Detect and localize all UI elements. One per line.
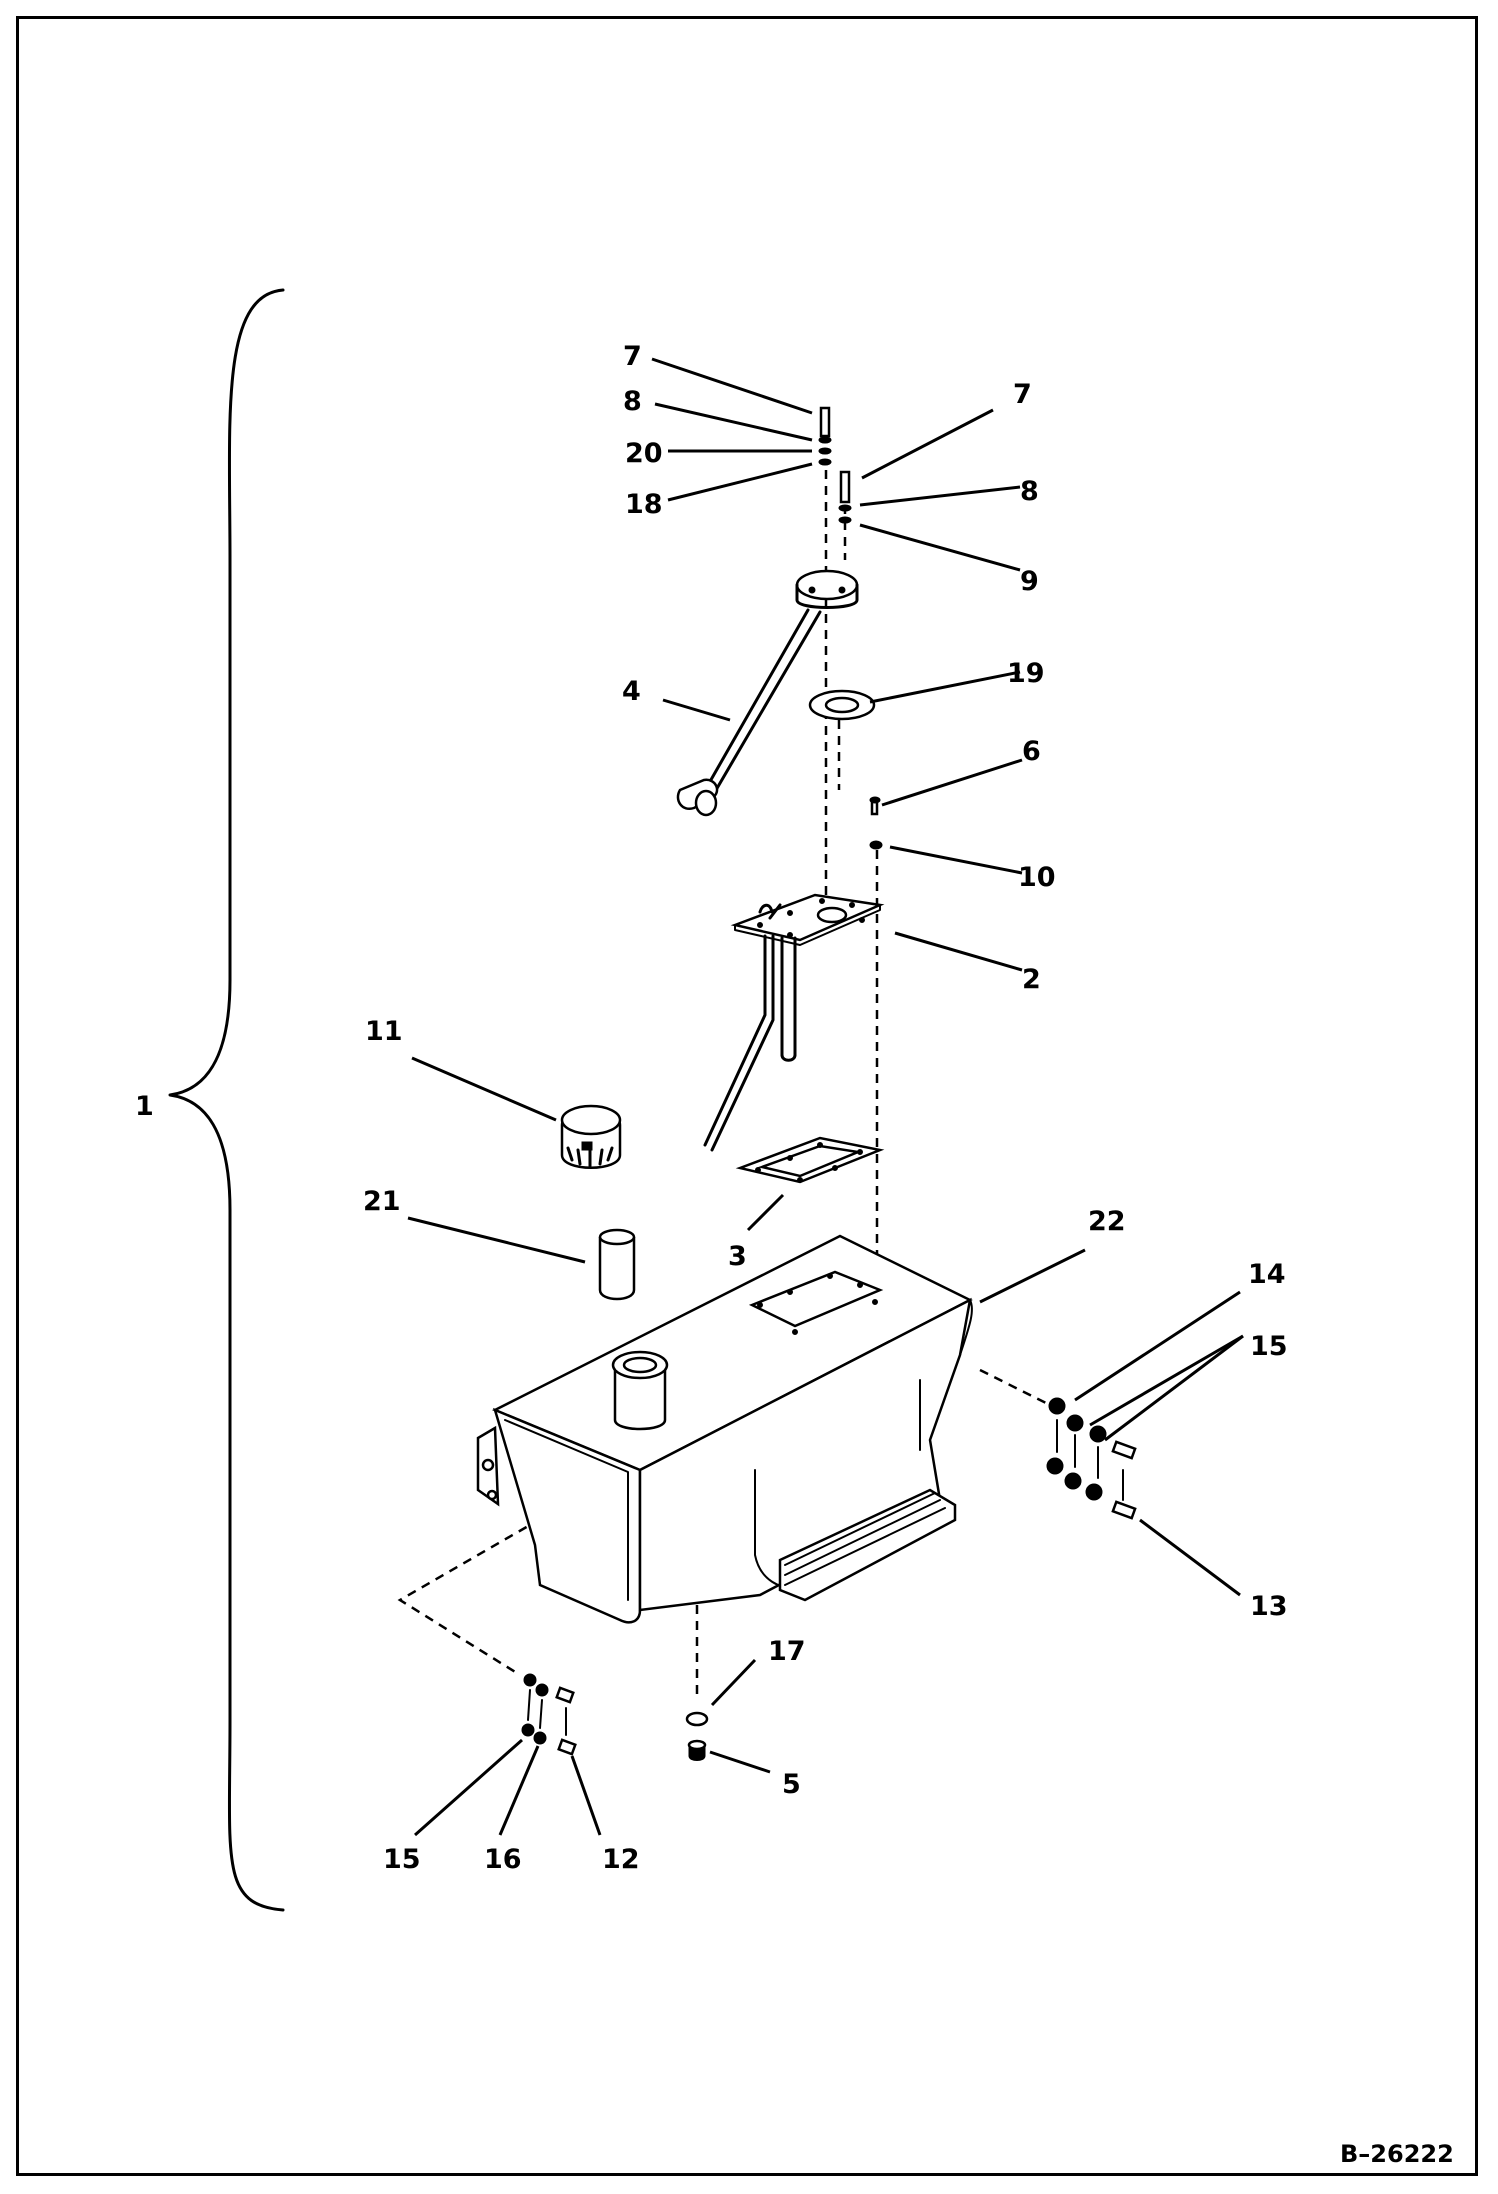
plate-gasket-3	[735, 1136, 885, 1184]
fuel-sender-unit	[676, 569, 859, 817]
callout-2: 2	[1022, 964, 1041, 995]
screw-7-left	[818, 406, 832, 466]
fuel-cap-11	[560, 1104, 622, 1169]
callout-19: 19	[1007, 658, 1045, 689]
callout-15-left: 15	[383, 1844, 421, 1875]
callout-22: 22	[1088, 1206, 1126, 1237]
fuel-tank-22	[476, 1234, 973, 1624]
callout-7-left: 7	[623, 341, 642, 372]
screw-6	[869, 796, 881, 816]
tank-step	[778, 1488, 957, 1602]
callout-14: 14	[1248, 1259, 1286, 1290]
gasket-ring-19	[808, 689, 876, 721]
callout-1: 1	[135, 1091, 154, 1122]
callout-10: 10	[1018, 862, 1056, 893]
callout-7-right: 7	[1013, 379, 1032, 410]
drawing-frame	[16, 16, 1478, 2176]
left-mount-hardware	[521, 1673, 577, 1756]
leader-lines	[407, 357, 1244, 1837]
callout-20: 20	[625, 438, 663, 469]
callout-16: 16	[484, 1844, 522, 1875]
centerline-right-bolts	[979, 1368, 1061, 1412]
callout-18: 18	[625, 489, 663, 520]
centerline-left-bolts	[397, 1493, 583, 1677]
callout-8-left: 8	[623, 386, 642, 417]
callout-3: 3	[728, 1241, 747, 1272]
callout-13: 13	[1250, 1591, 1288, 1622]
callout-21: 21	[363, 1186, 401, 1217]
callout-9: 9	[1020, 566, 1039, 597]
filler-strainer-21	[598, 1228, 636, 1301]
callout-12: 12	[602, 1844, 640, 1875]
callout-17: 17	[768, 1636, 806, 1667]
drain-washer-17	[685, 1711, 709, 1727]
callout-11: 11	[365, 1016, 403, 1047]
screw-7-right	[838, 470, 852, 524]
callout-5: 5	[782, 1769, 801, 1800]
figure-code: B–26222	[1340, 2140, 1454, 2168]
assembly-brace	[168, 288, 285, 1912]
callout-6: 6	[1022, 736, 1041, 767]
callout-15-right: 15	[1250, 1331, 1288, 1362]
callout-8-right: 8	[1020, 476, 1039, 507]
callout-4: 4	[622, 676, 641, 707]
drain-plug-5	[687, 1739, 707, 1761]
right-mount-hardware	[1046, 1397, 1137, 1520]
washer-10	[869, 840, 883, 850]
tank-plate-assembly	[703, 893, 885, 1152]
